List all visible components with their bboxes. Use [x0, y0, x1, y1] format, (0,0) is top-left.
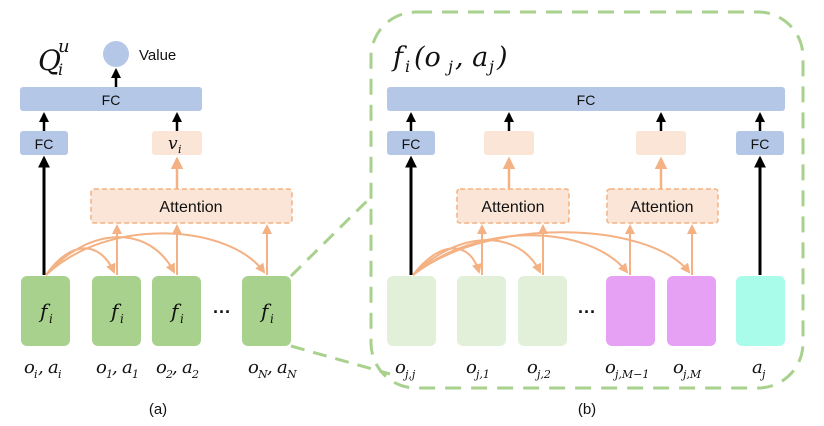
input-o: o	[156, 357, 167, 378]
node-f2	[152, 276, 201, 346]
node-oj1	[457, 276, 506, 346]
ellipsis-a: ···	[213, 302, 231, 322]
svg-text:,: ,	[38, 357, 44, 378]
fc-right-box-b	[736, 131, 784, 155]
q-superscript: u	[58, 36, 70, 57]
fc-right-label-b: FC	[751, 136, 770, 152]
input-b-3-sub: j,M−1	[612, 368, 649, 381]
title-close: )	[496, 42, 508, 73]
title-sub: i	[405, 57, 410, 76]
curve-fi-to-nodeN	[45, 232, 266, 276]
input-a: a	[277, 357, 288, 378]
panel-a: Q u i Value FC FC v i Attention	[20, 36, 297, 418]
curve-ojj-to-ojM	[412, 231, 691, 276]
title-mid: , a	[455, 42, 488, 73]
input-a-sub: 1	[132, 368, 139, 381]
input-label-N: o N , a N	[248, 357, 297, 381]
fc-top-box-b	[387, 87, 785, 111]
attention-box-b2	[606, 188, 719, 224]
value-circle	[103, 41, 129, 67]
attention-label-a: Attention	[159, 199, 222, 216]
v-box	[152, 131, 202, 155]
input-b-4: o	[673, 357, 684, 378]
input-b-1-sub: j,1	[473, 368, 490, 381]
node-ojM	[667, 276, 716, 346]
input-b-0-sub: j,j	[402, 368, 416, 381]
input-o-sub: 1	[106, 368, 113, 381]
input-label-0: o i , a i	[24, 357, 62, 381]
value-label: Value	[139, 47, 176, 64]
svg-text:,: ,	[172, 357, 178, 378]
node-fN	[242, 276, 291, 346]
fc-left-box-b	[387, 131, 435, 155]
input-b-2-sub: j,2	[534, 368, 551, 381]
node-f1	[92, 276, 141, 346]
curve-ojj-to-oj1	[412, 247, 482, 276]
input-a-sub: 2	[191, 368, 199, 381]
title-j1: j	[445, 57, 453, 76]
value-box-1	[484, 131, 534, 155]
input-b-1: o	[466, 357, 477, 378]
caption-b: (b)	[578, 401, 596, 418]
caption-a: (a)	[149, 401, 167, 418]
node-sub: i	[270, 312, 274, 326]
curve-fi-to-node2	[45, 236, 175, 276]
node-fi-self	[21, 276, 70, 346]
input-o: o	[24, 357, 35, 378]
curve-ojj-to-oj2	[412, 239, 542, 276]
node-ojj	[387, 276, 436, 346]
attention-label-b2: Attention	[630, 199, 693, 216]
v-subscript: i	[178, 143, 182, 156]
input-a: a	[122, 357, 133, 378]
input-label-2: o 2 , a 2	[156, 357, 199, 381]
node-ojM1	[606, 276, 655, 346]
input-a-sub: N	[286, 368, 297, 381]
input-b-3: o	[605, 357, 616, 378]
fc-top-box-a	[20, 87, 202, 111]
fc-left-label-b: FC	[402, 136, 421, 152]
q-subscript: i	[58, 60, 63, 79]
value-box-2	[636, 131, 686, 155]
input-o: o	[96, 357, 107, 378]
title-args: (o	[414, 42, 441, 73]
input-o-sub: i	[34, 368, 38, 381]
panel-b: f i (o j , a j ) FC FC FC Attention Atte…	[369, 10, 805, 418]
input-o-sub: N	[257, 368, 268, 381]
fc-left-box-a	[20, 131, 68, 155]
fc-top-label-b: FC	[577, 92, 596, 108]
input-a-sub: i	[58, 368, 62, 381]
fc-top-label-a: FC	[102, 92, 121, 108]
input-b-0: o	[395, 357, 406, 378]
input-b-2: o	[527, 357, 538, 378]
input-b-4-sub: j,M	[680, 368, 702, 381]
input-b-5: a	[752, 357, 763, 378]
input-a: a	[182, 357, 193, 378]
node-sub: i	[180, 312, 184, 326]
v-label: v	[168, 134, 178, 154]
title-j2: j	[486, 57, 494, 76]
node-aj	[736, 276, 785, 346]
attention-label-b1: Attention	[481, 199, 544, 216]
curve-fi-to-node1	[45, 247, 116, 276]
input-o-sub: 2	[165, 368, 173, 381]
zoom-frame	[369, 10, 805, 390]
input-o: o	[248, 357, 259, 378]
ellipsis-b: ···	[578, 302, 596, 322]
input-a: a	[48, 357, 59, 378]
zoom-connector-top	[289, 194, 374, 278]
input-b-5-sub: j	[759, 368, 766, 381]
input-label-1: o 1 , a 1	[96, 357, 139, 381]
attention-box-b1	[456, 188, 570, 224]
node-sub: i	[49, 312, 53, 326]
svg-text:,: ,	[112, 357, 118, 378]
q-symbol: Q	[38, 44, 61, 77]
svg-text:,: ,	[267, 357, 273, 378]
zoom-connector-bottom	[290, 344, 391, 376]
node-oj2	[518, 276, 567, 346]
fc-left-label-a: FC	[35, 136, 54, 152]
node-sub: i	[120, 312, 124, 326]
attention-box-a	[90, 188, 293, 224]
